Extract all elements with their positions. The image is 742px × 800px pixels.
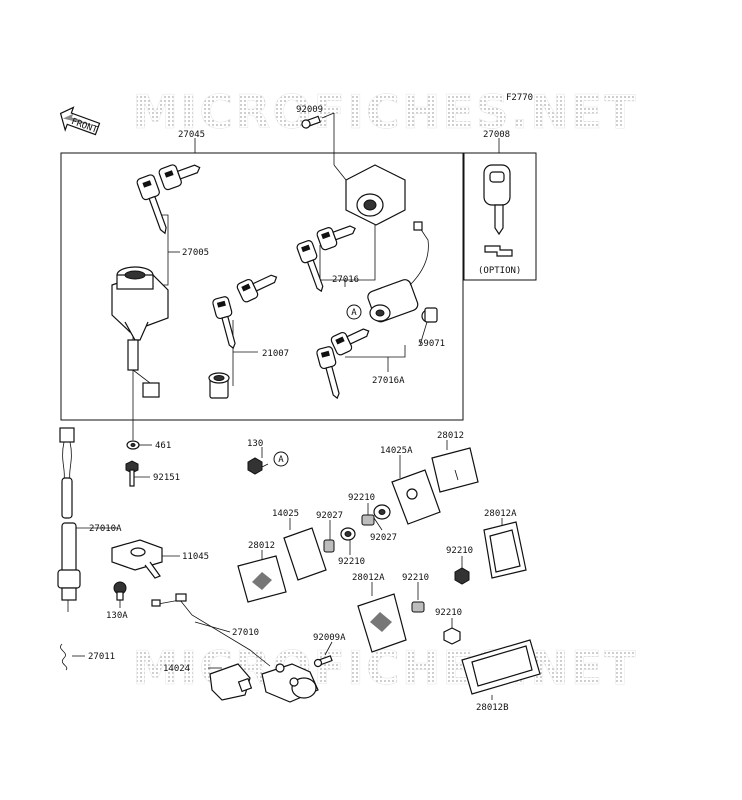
washer-461-icon — [126, 440, 140, 450]
watermark-top: MICROFICHES.NET — [132, 85, 637, 140]
wire-27010-icon — [151, 593, 271, 667]
key-27005-a-icon — [136, 174, 167, 235]
bracket-14024-icon — [209, 663, 253, 701]
label-28012-top: 28012 — [437, 431, 464, 441]
ref-marker-a-2: A — [273, 451, 289, 467]
label-option: (OPTION) — [478, 266, 521, 276]
seat-lock-bracket-icon — [345, 164, 406, 226]
connector-wire-icon — [59, 427, 75, 519]
screw-92009A-icon — [313, 655, 333, 668]
label-92027-b: 92027 — [316, 511, 343, 521]
key-27008-icon — [483, 164, 513, 257]
watermark-top-text: MICROFICHES.NET — [132, 85, 637, 139]
key-27016A-a-icon — [316, 346, 340, 400]
label-59071: 59071 — [418, 339, 445, 349]
label-461: 461 — [155, 441, 171, 451]
nut-92210-c-icon — [454, 567, 470, 585]
label-130A: 130A — [106, 611, 128, 621]
label-27008: 27008 — [483, 130, 510, 140]
ref-marker-a-1: A — [346, 304, 362, 320]
label-27016A: 27016A — [372, 376, 405, 386]
label-92027-a: 92027 — [370, 533, 397, 543]
label-28012A-right: 28012A — [484, 509, 517, 519]
reflector-28012A-right-icon — [483, 521, 527, 579]
label-14025: 14025 — [272, 509, 299, 519]
nut-92210-e-icon — [443, 627, 461, 645]
label-92210-c: 92210 — [446, 546, 473, 556]
ref-marker-a-2-text: A — [278, 455, 284, 465]
label-27016: 27016 — [332, 275, 359, 285]
label-27045: 27045 — [178, 130, 205, 140]
screw-92009-icon — [301, 115, 321, 129]
figure-code: F2770 — [506, 93, 533, 103]
screw-130A-icon — [113, 581, 127, 601]
bolt-92151-icon — [125, 460, 139, 487]
collar-92210-d-icon — [411, 601, 425, 613]
collar-92210-b-icon — [340, 527, 356, 541]
reflector-28012-top-icon — [431, 447, 479, 493]
label-92009A: 92009A — [313, 633, 346, 643]
switch-body-27010A-icon — [57, 522, 81, 612]
switch-27010-icon — [261, 663, 319, 703]
leader-lines — [72, 112, 503, 700]
label-27005: 27005 — [182, 248, 209, 258]
key-27005-b-icon — [158, 164, 201, 191]
key-27016-b-icon — [316, 225, 356, 251]
clip-27011-icon — [60, 643, 68, 671]
label-21007: 21007 — [262, 349, 289, 359]
label-92210-e: 92210 — [435, 608, 462, 618]
label-28012-left: 28012 — [248, 541, 275, 551]
key-27016A-b-icon — [330, 328, 370, 356]
label-11045: 11045 — [182, 552, 209, 562]
key-21007-b-icon — [236, 274, 278, 303]
label-14025A: 14025A — [380, 446, 413, 456]
grommet-92027-b-icon — [323, 539, 335, 553]
label-92009: 92009 — [296, 105, 323, 115]
screw-130-icon — [247, 457, 263, 475]
option-frame-27008 — [463, 152, 537, 281]
label-28012B: 28012B — [476, 703, 509, 713]
label-92210-a: 92210 — [348, 493, 375, 503]
label-27010: 27010 — [232, 628, 259, 638]
kit-frame-27045 — [60, 152, 464, 421]
ref-marker-a-1-text: A — [351, 308, 357, 318]
reflector-28012-left-icon — [237, 555, 287, 603]
label-92210-d: 92210 — [402, 573, 429, 583]
helmet-lock-icon — [367, 221, 438, 323]
grommet-92027-a-icon — [373, 504, 391, 520]
label-28012A-mid: 28012A — [352, 573, 385, 583]
front-arrow-icon: FRONT — [59, 106, 101, 136]
label-27011: 27011 — [88, 652, 115, 662]
ignition-switch-icon — [111, 266, 169, 398]
reflector-28012A-mid-icon — [357, 593, 407, 653]
bracket-14025A-icon — [391, 469, 441, 525]
lock-cylinder-21007-icon — [208, 372, 230, 399]
label-130: 130 — [247, 439, 263, 449]
label-92151: 92151 — [153, 473, 180, 483]
bracket-14025-icon — [283, 527, 327, 581]
reflector-28012B-icon — [461, 639, 541, 695]
key-27016-a-icon — [296, 240, 324, 293]
label-27010A: 27010A — [89, 524, 122, 534]
label-14024: 14024 — [163, 664, 190, 674]
label-92210-b: 92210 — [338, 557, 365, 567]
bracket-11045-icon — [111, 539, 163, 579]
collar-92210-a-icon — [361, 514, 375, 526]
key-21007-a-icon — [212, 296, 236, 350]
